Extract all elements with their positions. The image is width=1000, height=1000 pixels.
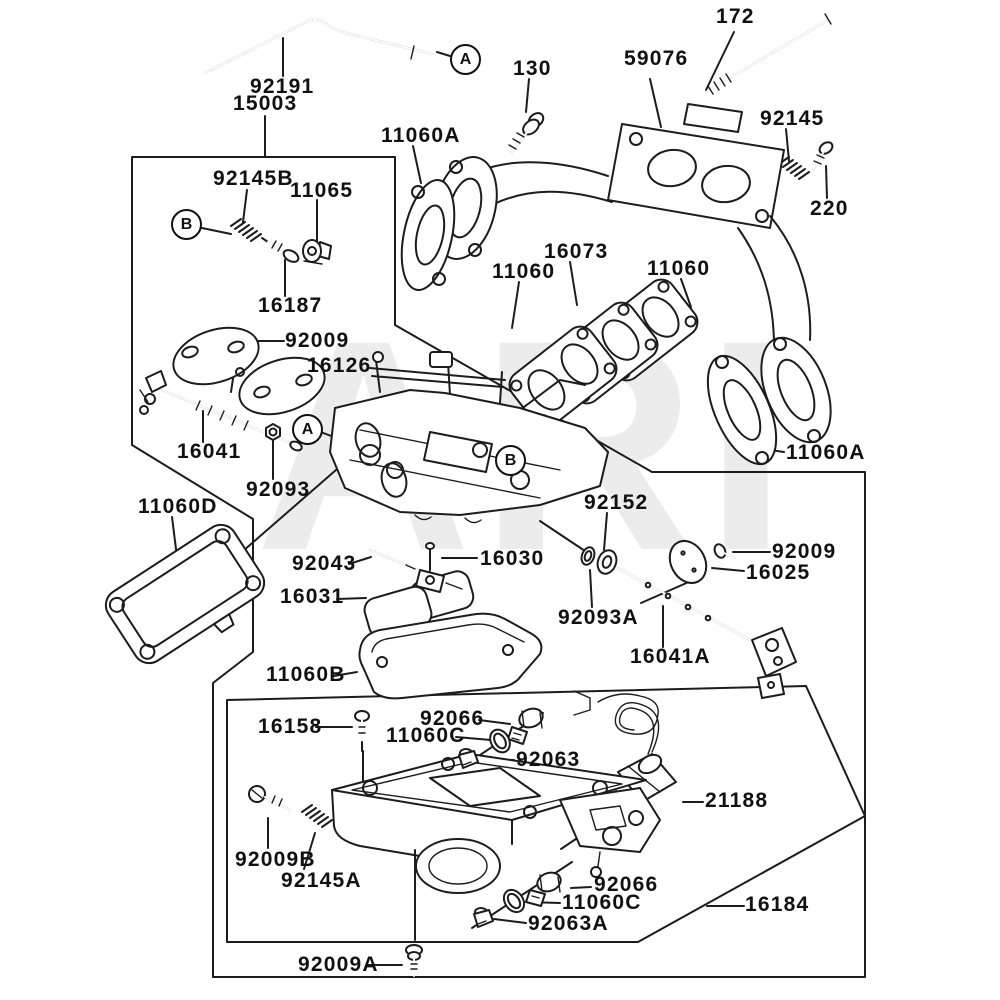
bolt-130-drawing [508,112,545,154]
spring-92145-drawing [778,156,810,180]
gasket-11060A-right-drawing [706,354,778,466]
carburetor-lower-drawing [331,753,661,894]
plate-16025-drawing [668,539,708,585]
spring-92145A-drawing [301,804,333,828]
part-label-16073[interactable]: 16073 [544,240,609,263]
part-label-16041[interactable]: 16041 [177,440,242,463]
part-label-92066-top[interactable]: 92066 [420,707,485,730]
pin-92043-drawing [369,549,416,570]
callout-a-hose: A [450,44,481,75]
part-label-15003[interactable]: 15003 [233,92,298,115]
part-label-92145A[interactable]: 92145A [281,869,362,892]
part-label-92009A[interactable]: 92009A [298,953,379,976]
float-16031-drawing [363,569,475,639]
part-label-11060A-right[interactable]: 11060A [786,441,866,464]
part-label-92066-bottom[interactable]: 92066 [594,873,659,896]
part-label-11065[interactable]: 11065 [290,179,354,202]
gasket-11060A-left-drawing [400,178,456,292]
part-label-92063[interactable]: 92063 [516,748,581,771]
shaft-16041A-drawing [617,567,797,699]
part-label-172[interactable]: 172 [716,5,755,28]
oring-11060C-top-drawing [489,728,511,754]
part-label-92145[interactable]: 92145 [760,107,825,130]
plate-16126-drawing [172,326,326,416]
part-label-59076[interactable]: 59076 [624,47,689,70]
callout-a-carb: A [292,414,323,445]
part-label-130[interactable]: 130 [513,57,552,80]
part-label-92009B[interactable]: 92009B [235,848,316,871]
part-label-220[interactable]: 220 [810,197,849,220]
part-label-21188[interactable]: 21188 [705,789,769,812]
jet-16158-drawing [354,710,370,752]
manifold-59076-drawing [432,103,832,444]
part-label-11060A-top[interactable]: 11060A [381,124,461,147]
part-label-92152[interactable]: 92152 [584,491,649,514]
plug-92066-bottom-drawing [525,871,562,907]
part-label-92009-left[interactable]: 92009 [285,329,350,352]
part-label-92009-right[interactable]: 92009 [772,540,837,563]
callout-b-box: B [171,209,202,240]
part-label-11060D[interactable]: 11060D [138,495,218,518]
screw-220-drawing [812,141,834,171]
fuel-hose-drawing [204,18,433,74]
part-label-92093A[interactable]: 92093A [558,606,639,629]
gasket-11060B-drawing [358,612,543,700]
part-label-11060-left[interactable]: 11060 [492,260,556,283]
part-label-11060-right[interactable]: 11060 [647,257,711,280]
gasket-11060-left-drawing [508,325,618,429]
spring-92145B-drawing [230,218,262,242]
nut-92093-drawing [265,423,281,441]
part-label-92043[interactable]: 92043 [292,552,357,575]
screw-92009B-drawing [248,785,291,811]
screw-92009-right-drawing [713,543,736,559]
fitting-92063A-drawing [473,907,494,928]
screw-16187-drawing [261,237,300,263]
part-label-16030[interactable]: 16030 [480,547,545,570]
gasket-11060D-drawing [104,523,266,665]
part-label-11060C-bottom[interactable]: 11060C [562,891,642,914]
part-label-11060B[interactable]: 11060B [266,663,346,686]
part-label-92093[interactable]: 92093 [246,478,311,501]
callout-b-carb: B [495,445,526,476]
enclosure-boxes [131,156,866,978]
shaft-16041-drawing [139,370,303,452]
part-label-16031[interactable]: 16031 [280,585,345,608]
carburetor-upper-drawing [329,351,609,524]
part-label-16041A[interactable]: 16041A [630,645,711,668]
fitting-92063-drawing [458,748,479,769]
part-label-92191[interactable]: 92191 [250,75,315,98]
plug-92066-top-drawing [507,707,544,745]
part-label-16187[interactable]: 16187 [258,294,323,317]
part-label-92145B[interactable]: 92145B [213,167,294,190]
screw-92009A-drawing [405,944,423,977]
part-label-92063A[interactable]: 92063A [528,912,609,935]
oring-11060C-bottom-drawing [502,888,526,914]
part-label-16184[interactable]: 16184 [745,893,810,916]
part-label-16126[interactable]: 16126 [307,354,372,377]
valve-11065-drawing [302,239,332,265]
part-label-16025[interactable]: 16025 [746,561,811,584]
part-label-11060C-top[interactable]: 11060C [386,724,466,747]
stud-172-drawing [705,13,832,95]
part-label-16158[interactable]: 16158 [258,715,323,738]
washer-92152-drawing [580,546,618,575]
